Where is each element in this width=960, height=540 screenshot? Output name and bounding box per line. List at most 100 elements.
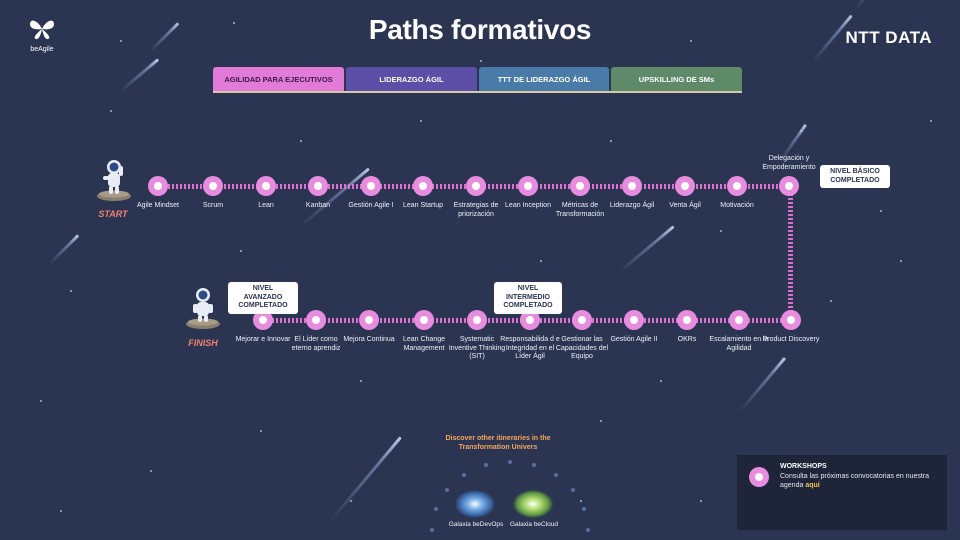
arc-dot-decoration	[582, 506, 587, 511]
course-node-label[interactable]: Lean	[258, 202, 274, 209]
course-node-label[interactable]: Liderazgo Ágil	[609, 202, 655, 209]
star-decoration	[420, 120, 422, 122]
star-decoration	[240, 250, 242, 252]
course-node[interactable]	[256, 176, 276, 196]
meteor-decoration	[738, 356, 787, 413]
meteor-decoration	[619, 225, 675, 273]
course-node[interactable]	[413, 176, 433, 196]
course-node-label[interactable]: El Líder como eterno aprendiz	[291, 336, 341, 352]
course-node-label[interactable]: Lean Startup	[402, 202, 444, 209]
course-node[interactable]	[727, 176, 747, 196]
course-node-label[interactable]: Venta Ágil	[669, 202, 701, 209]
tab-ttt-liderazgo[interactable]: TTT DE LIDERAZGO ÁGIL	[479, 67, 609, 91]
star-decoration	[930, 120, 932, 122]
star-decoration	[260, 430, 262, 432]
arc-dot-decoration	[430, 528, 434, 532]
course-node-label[interactable]: Systematic Inventive Thinking (SIT)	[448, 336, 506, 360]
course-node[interactable]	[253, 310, 273, 330]
star-decoration	[660, 380, 662, 382]
course-node[interactable]	[675, 176, 695, 196]
course-node-label[interactable]: Escalamiento en la Agilidad	[709, 336, 769, 352]
star-decoration	[700, 500, 702, 502]
star-decoration	[540, 260, 542, 262]
tab-label: LIDERAZGO ÁGIL	[379, 74, 444, 84]
star-decoration	[720, 230, 722, 232]
star-decoration	[233, 22, 235, 24]
star-decoration	[40, 400, 42, 402]
star-decoration	[580, 500, 582, 502]
course-node-label[interactable]: Mejorar e Innovar	[235, 336, 291, 343]
astronaut-finish-icon	[183, 284, 223, 330]
beagile-logo: beAgile	[22, 18, 62, 53]
course-node-label[interactable]: Mejora Continua	[343, 336, 395, 343]
course-node[interactable]	[572, 310, 592, 330]
course-node-label[interactable]: Scrum	[202, 202, 224, 209]
course-node[interactable]	[308, 176, 328, 196]
meteor-decoration	[48, 234, 80, 265]
tab-label: AGILIDAD PARA EJECUTIVOS	[224, 74, 333, 84]
galaxy-bedevops-label[interactable]: Galaxia beDevOps	[448, 521, 504, 528]
tab-label: TTT DE LIDERAZGO ÁGIL	[497, 74, 591, 84]
arc-dot-decoration	[586, 528, 590, 532]
workshops-title: WORKSHOPS	[780, 463, 827, 470]
galaxy-bedevops-icon[interactable]	[455, 490, 495, 518]
course-node[interactable]	[729, 310, 749, 330]
course-node-label[interactable]: Métricas de Transformación	[555, 202, 605, 218]
course-node-label[interactable]: OKRs	[677, 336, 697, 343]
workshops-panel: WORKSHOPS Consulta las próximas convocat…	[737, 455, 947, 530]
course-node[interactable]	[361, 176, 381, 196]
workshops-text: Consulta las próximas convocatorias en n…	[780, 472, 940, 490]
course-node-label[interactable]: Delegación y Empoderamiento	[762, 155, 816, 171]
meteor-decoration	[119, 58, 160, 93]
course-node[interactable]	[467, 310, 487, 330]
course-node[interactable]	[306, 310, 326, 330]
course-node[interactable]	[359, 310, 379, 330]
workshops-link[interactable]: aquí	[805, 482, 820, 489]
course-node-label[interactable]: Responsabilida d e Integridad en el Líde…	[500, 336, 560, 360]
tab-liderazgo-agil[interactable]: LIDERAZGO ÁGIL	[346, 67, 477, 91]
finish-label: FINISH	[188, 338, 218, 348]
star-decoration	[610, 140, 612, 142]
course-node-label[interactable]: Agile Mindset	[136, 202, 180, 209]
course-node-label[interactable]: Product Discovery	[762, 336, 820, 343]
tab-upskilling-sms[interactable]: UPSKILLING DE SMs	[611, 67, 742, 91]
star-decoration	[60, 510, 62, 512]
star-decoration	[360, 380, 362, 382]
course-node[interactable]	[781, 310, 801, 330]
arc-dot-decoration	[444, 488, 449, 493]
star-decoration	[690, 40, 692, 42]
course-node-label[interactable]: Motivación	[720, 202, 754, 209]
course-node-label[interactable]: Gestionar las Capacidades del Equipo	[555, 336, 609, 360]
course-node[interactable]	[414, 310, 434, 330]
galaxy-becloud-label[interactable]: Galaxia beCloud	[509, 521, 559, 528]
course-node-label[interactable]: Gestión Agile II	[610, 336, 658, 343]
meteor-decoration	[853, 0, 892, 11]
course-node[interactable]	[466, 176, 486, 196]
star-decoration	[350, 500, 352, 502]
star-decoration	[300, 140, 302, 142]
astronaut-start-icon	[94, 156, 134, 202]
course-node-label[interactable]: Lean Change Management	[402, 336, 446, 352]
course-node[interactable]	[622, 176, 642, 196]
course-node-label[interactable]: Gestión Agile I	[348, 202, 394, 209]
butterfly-icon	[22, 18, 62, 44]
course-node[interactable]	[570, 176, 590, 196]
course-node[interactable]	[624, 310, 644, 330]
tab-label: UPSKILLING DE SMs	[638, 74, 715, 84]
arc-dot-decoration	[553, 472, 558, 477]
course-node[interactable]	[203, 176, 223, 196]
star-decoration	[600, 420, 602, 422]
badge-nivel-basico: NIVEL BÁSICO COMPLETADO	[820, 165, 890, 188]
course-node[interactable]	[520, 310, 540, 330]
course-node-label[interactable]: Kanban	[305, 202, 331, 209]
galaxy-becloud-icon[interactable]	[513, 490, 553, 518]
tab-agilidad-ejecutivos[interactable]: AGILIDAD PARA EJECUTIVOS	[213, 67, 344, 91]
course-node[interactable]	[148, 176, 168, 196]
course-node-label[interactable]: Lean Inception	[505, 202, 551, 209]
course-node[interactable]	[518, 176, 538, 196]
course-node-label[interactable]: Estrategias de priorización	[453, 202, 499, 218]
arc-dot-decoration	[571, 488, 576, 493]
course-node[interactable]	[677, 310, 697, 330]
course-node[interactable]	[779, 176, 799, 196]
star-decoration	[830, 300, 832, 302]
